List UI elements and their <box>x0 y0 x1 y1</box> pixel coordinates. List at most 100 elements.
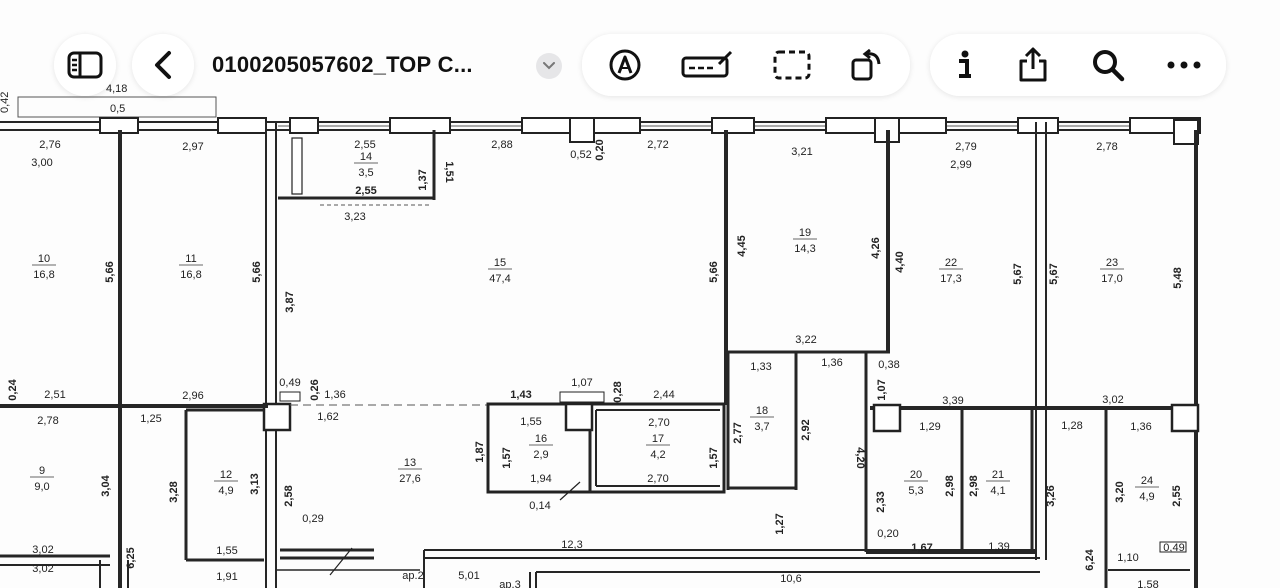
room-area: 4,1 <box>990 485 1005 497</box>
dimension-label: 2,96 <box>182 390 203 402</box>
search-icon[interactable] <box>1091 48 1125 82</box>
room-area: 17,0 <box>1101 273 1122 285</box>
room-number: 16 <box>535 433 547 445</box>
dimension-label: 3,02 <box>32 544 53 556</box>
room-number: 9 <box>39 465 45 477</box>
room-area: 47,4 <box>489 273 510 285</box>
room-area: 3,5 <box>358 167 373 179</box>
dimension-label: 2,79 <box>955 141 976 153</box>
dimension-label: 2,98 <box>968 475 980 496</box>
room-number: 12 <box>220 469 232 481</box>
more-icon[interactable] <box>1167 61 1201 69</box>
dimension-label: 2,76 <box>39 139 60 151</box>
dimension-label: 1,94 <box>530 473 551 485</box>
dimension-label: 2,98 <box>944 475 956 496</box>
room-number: 11 <box>185 253 196 265</box>
room-area: 27,6 <box>399 473 420 485</box>
dimension-label: 2,70 <box>648 417 669 429</box>
sidebar-icon <box>67 51 103 79</box>
dimension-label: 1,28 <box>1061 420 1082 432</box>
actions-group <box>930 34 1226 96</box>
title-dropdown-icon <box>543 62 555 70</box>
dimension-label: 3,39 <box>942 395 963 407</box>
dimension-label: 0,26 <box>309 379 321 400</box>
dimension-label: 1,55 <box>216 545 237 557</box>
dim-label: 0,5 <box>110 103 125 115</box>
room-area: 4,9 <box>218 485 233 497</box>
title-dropdown-button[interactable] <box>536 53 562 79</box>
dimension-label: 5,66 <box>251 261 263 282</box>
dimension-label: ар.2 <box>402 570 423 582</box>
dimension-label: 0,38 <box>878 359 899 371</box>
markup-tools-group <box>582 34 910 96</box>
dimension-label: 3,02 <box>32 563 53 575</box>
dimension-label: 0,14 <box>529 500 550 512</box>
dimension-label: 1,07 <box>571 377 592 389</box>
dimension-label: 1,57 <box>708 447 720 468</box>
dimension-label: 1,62 <box>317 411 338 423</box>
dimension-label: 0,20 <box>877 528 898 540</box>
dimension-label: 3,22 <box>795 334 816 346</box>
room-area: 3,7 <box>754 421 769 433</box>
dimension-label: 3,13 <box>249 473 261 494</box>
room-number: 14 <box>360 151 372 163</box>
room-number: 22 <box>945 257 957 269</box>
dim-label: 4,18 <box>106 83 127 95</box>
dimension-label: 5,66 <box>104 261 116 282</box>
dimension-label: 0,24 <box>7 378 19 400</box>
rotate-icon[interactable] <box>850 48 884 82</box>
room-area: 4,9 <box>1139 491 1154 503</box>
dimension-label: 1,07 <box>876 379 888 400</box>
dimension-label: 3,02 <box>1102 394 1123 406</box>
dimension-label: 1,29 <box>919 421 940 433</box>
dimension-label: 3,04 <box>100 474 112 496</box>
room-area: 4,2 <box>650 449 665 461</box>
dimension-label: 3,26 <box>1045 485 1057 506</box>
back-button[interactable] <box>132 34 194 96</box>
room-number: 17 <box>652 433 664 445</box>
dimension-label: 1,57 <box>501 447 513 468</box>
room-labels: 1016,81116,8143,51547,41914,32217,32317,… <box>30 151 1159 503</box>
dimension-label: 4,20 <box>854 447 866 468</box>
dimension-label: 2,58 <box>283 485 295 506</box>
sidebar-toggle-button[interactable] <box>54 34 116 96</box>
dimension-label: 5,67 <box>1048 263 1060 284</box>
dimension-label: 3,87 <box>284 291 296 312</box>
dimension-label: 2,78 <box>37 415 58 427</box>
dimension-label: 1,27 <box>774 513 786 534</box>
dimension-label: 2,51 <box>44 389 65 401</box>
dimension-label: 1,58 <box>1137 579 1158 588</box>
info-icon[interactable] <box>955 49 975 81</box>
dimension-label: 0,49 <box>1163 542 1184 554</box>
dimension-label: 5,67 <box>1012 263 1024 284</box>
dimension-label: 2,44 <box>653 389 674 401</box>
room-number: 13 <box>404 457 416 469</box>
selection-icon[interactable] <box>773 50 811 80</box>
dimension-label: 10,6 <box>780 573 801 585</box>
dimension-label: ар.3 <box>499 579 520 588</box>
dimension-label: 1,43 <box>510 389 531 401</box>
dimension-label: 3,20 <box>1114 481 1126 502</box>
dimension-label: 1,25 <box>140 413 161 425</box>
dimension-label: 0,20 <box>594 139 606 160</box>
dimension-label: 1,36 <box>821 357 842 369</box>
dimension-label: 5,66 <box>708 261 720 282</box>
room-area: 17,3 <box>940 273 961 285</box>
share-icon[interactable] <box>1017 47 1049 83</box>
dimension-label: 0,28 <box>612 381 624 402</box>
dimension-label: 0,29 <box>302 513 323 525</box>
room-area: 5,3 <box>908 485 923 497</box>
markup-pen-icon[interactable] <box>608 48 642 82</box>
dimension-label: 4,26 <box>870 237 882 258</box>
signature-icon[interactable] <box>681 50 733 80</box>
back-chevron-icon <box>153 50 173 80</box>
dimension-label: 1,39 <box>988 541 1009 553</box>
dimension-label: 2,72 <box>647 139 668 151</box>
room-area: 2,9 <box>533 449 548 461</box>
dimension-label: 1,67 <box>911 542 932 554</box>
document-title[interactable]: 0100205057602_ТОР С... <box>212 52 473 77</box>
room-area: 16,8 <box>180 269 201 281</box>
dimension-label: 0,49 <box>279 377 300 389</box>
dimension-label: 3,00 <box>31 157 52 169</box>
